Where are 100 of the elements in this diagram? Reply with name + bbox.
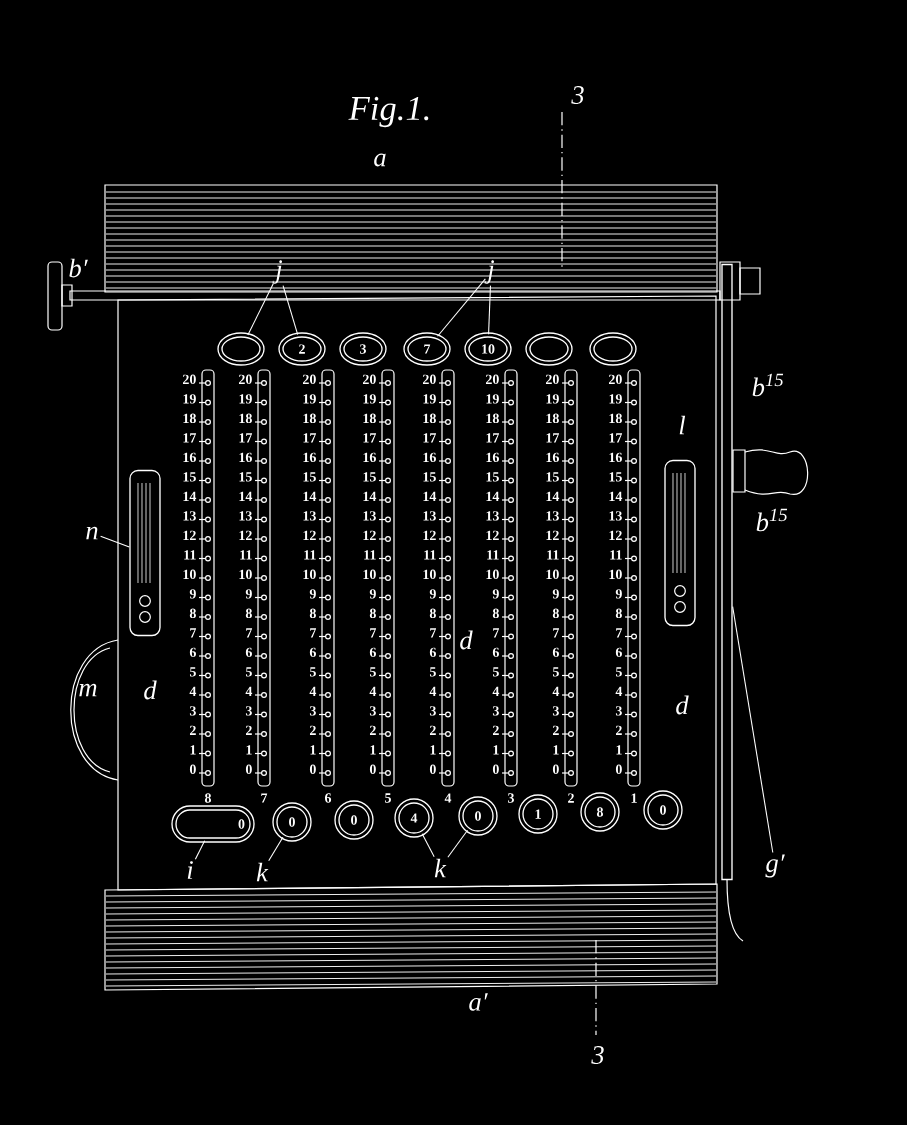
node-label: 16 — [486, 452, 499, 463]
bottom-button: 4 — [394, 798, 434, 838]
node-label: 4 — [552, 686, 560, 696]
node-label: 3 — [189, 706, 196, 716]
node-label: 0 — [429, 764, 436, 775]
column-number: 7 — [261, 793, 268, 803]
node-label: 5 — [552, 667, 559, 677]
node-label: 8 — [189, 608, 196, 619]
node-label: 20 — [485, 374, 499, 385]
node-label: 19 — [183, 394, 196, 404]
node-label: 10 — [546, 569, 559, 580]
node-label: 2 — [615, 725, 622, 735]
reference-label: a′ — [469, 993, 488, 1011]
node-label: 11 — [184, 550, 196, 560]
reference-label: a — [374, 153, 386, 167]
top-button — [589, 332, 637, 366]
node-label: 10 — [303, 569, 316, 580]
node-label: 19 — [609, 394, 622, 404]
node-label: 13 — [183, 511, 196, 521]
node-label: 16 — [423, 452, 436, 463]
bottom-button: 0 — [643, 790, 683, 830]
node-label: 5 — [429, 667, 436, 677]
node-label: 12 — [183, 530, 196, 540]
node-label: 11 — [424, 550, 436, 560]
node-label: 15 — [609, 472, 622, 482]
number-column: 20 19 18 17 16 15 14 13 12 11 10 9 8 7 6 5 4 3 2 1 0 — [239, 369, 271, 787]
node-label: 20 — [545, 374, 559, 385]
node-label: 14 — [546, 491, 560, 501]
node-label: 10 — [486, 569, 499, 580]
reference-label: m — [79, 683, 97, 697]
bottom-button: 8 — [580, 792, 620, 832]
node-label: 13 — [303, 511, 316, 521]
top-button: 10 — [464, 332, 512, 366]
leader-line — [268, 836, 284, 862]
node-label: 8 — [492, 608, 499, 619]
node-label: 4 — [189, 686, 197, 696]
node-label: 18 — [546, 413, 559, 424]
node-label: 12 — [609, 530, 622, 540]
node-label: 9 — [492, 589, 499, 599]
node-label: 11 — [610, 550, 622, 560]
node-label: 6 — [245, 647, 252, 658]
node-label: 1 — [310, 745, 316, 755]
node-label: 7 — [310, 628, 317, 638]
bottom-button: 0 — [272, 802, 312, 842]
node-label: 13 — [423, 511, 436, 521]
bottom-button: 0 — [171, 805, 255, 843]
node-label: 4 — [245, 686, 253, 696]
node-label: 2 — [245, 725, 252, 735]
node-label: 16 — [303, 452, 316, 463]
number-column: 20 19 18 17 16 15 14 13 12 11 10 9 8 7 6 5 4 3 2 1 0 — [423, 369, 455, 787]
node-label: 17 — [303, 433, 317, 443]
node-label: 14 — [609, 491, 623, 501]
node-label: 15 — [363, 472, 376, 482]
reference-label: d — [144, 680, 157, 700]
node-label: 15 — [546, 472, 559, 482]
column-number: 1 — [631, 793, 637, 803]
reference-label: 3 — [591, 1046, 604, 1064]
node-label: 6 — [309, 647, 316, 658]
node-label: 17 — [183, 433, 197, 443]
node-label: 8 — [245, 608, 252, 619]
node-label: 1 — [430, 745, 436, 755]
node-label: 6 — [615, 647, 622, 658]
node-label: 5 — [189, 667, 196, 677]
node-label: 18 — [303, 413, 316, 424]
column-number: 4 — [444, 793, 452, 803]
node-label: 20 — [302, 374, 316, 385]
node-label: 14 — [303, 491, 317, 501]
bottom-button: 0 — [458, 796, 498, 836]
node-label: 17 — [486, 433, 500, 443]
node-label: 2 — [369, 725, 376, 735]
node-label: 7 — [616, 628, 623, 638]
node-label: 7 — [370, 628, 377, 638]
node-label: 8 — [369, 608, 376, 619]
top-button: 2 — [278, 332, 326, 366]
bottom-button: 0 — [334, 800, 374, 840]
node-label: 20 — [362, 374, 376, 385]
node-label: 6 — [189, 647, 196, 658]
node-label: 13 — [609, 511, 622, 521]
node-label: 15 — [183, 472, 196, 482]
reference-label: b′ — [69, 258, 88, 278]
node-label: 1 — [190, 745, 196, 755]
node-label: 16 — [363, 452, 376, 463]
node-label: 14 — [363, 491, 377, 501]
top-button — [217, 332, 265, 366]
node-label: 0 — [492, 764, 499, 775]
node-label: 0 — [245, 764, 252, 775]
node-label: 8 — [309, 608, 316, 619]
node-label: 4 — [492, 686, 500, 696]
side-rod — [721, 263, 744, 942]
column-number: 5 — [385, 793, 391, 803]
node-label: 16 — [546, 452, 559, 463]
reference-letter: n — [86, 526, 98, 540]
column-number: 2 — [568, 793, 574, 803]
reference-letter: g′ — [765, 854, 785, 878]
bottom-button: 1 — [518, 794, 558, 834]
number-column: 20 19 18 17 16 15 14 13 12 11 10 9 8 7 6 5 4 3 2 1 0 — [183, 369, 215, 787]
node-label: 12 — [486, 530, 499, 540]
node-label: 3 — [245, 706, 252, 716]
slot-window — [129, 469, 161, 637]
node-label: 14 — [239, 491, 253, 501]
